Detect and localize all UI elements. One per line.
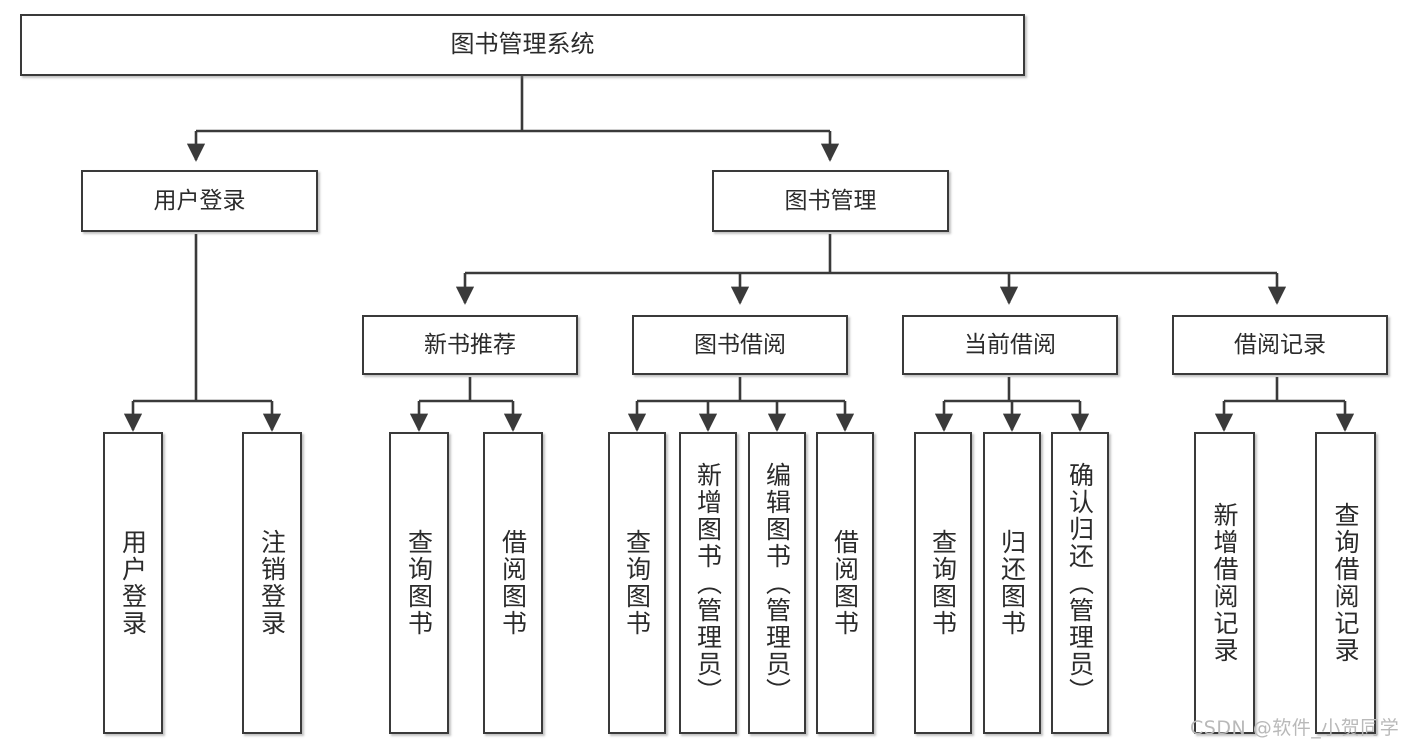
node-label: 图书管理系统 [450, 30, 595, 59]
node-label: 查询图书 [404, 529, 434, 637]
node-leaf-record-query-record[interactable]: 查询借阅记录 [1315, 432, 1376, 734]
node-leaf-current-confirm-return-admin[interactable]: 确认归还（管理员） [1051, 432, 1109, 734]
node-label: 图书借阅 [694, 331, 786, 358]
node-label: 当前借阅 [964, 331, 1056, 358]
node-label: 确认归还（管理员） [1065, 461, 1095, 705]
node-label: 借阅图书 [830, 529, 860, 637]
node-label: 新增借阅记录 [1210, 502, 1239, 664]
node-label: 注销登录 [257, 529, 287, 637]
node-label: 借阅记录 [1234, 331, 1326, 358]
node-leaf-borrow-borrow-book[interactable]: 借阅图书 [816, 432, 874, 734]
node-label: 借阅图书 [498, 529, 528, 637]
node-book-management[interactable]: 图书管理 [712, 170, 949, 232]
node-book-borrow[interactable]: 图书借阅 [632, 315, 848, 375]
node-leaf-user-logout[interactable]: 注销登录 [242, 432, 302, 734]
node-leaf-recommend-borrow-book[interactable]: 借阅图书 [483, 432, 543, 734]
node-new-book-recommend[interactable]: 新书推荐 [362, 315, 578, 375]
node-user-login[interactable]: 用户登录 [81, 170, 318, 232]
node-leaf-user-login[interactable]: 用户登录 [103, 432, 163, 734]
node-borrow-record[interactable]: 借阅记录 [1172, 315, 1388, 375]
node-label: 用户登录 [153, 187, 246, 214]
node-label: 图书管理 [784, 187, 877, 214]
node-label: 查询图书 [622, 529, 652, 637]
node-label: 归还图书 [997, 529, 1027, 637]
node-label: 查询借阅记录 [1331, 502, 1360, 664]
node-leaf-borrow-query-book[interactable]: 查询图书 [608, 432, 666, 734]
node-label: 查询图书 [928, 529, 958, 637]
node-leaf-borrow-add-book-admin[interactable]: 新增图书（管理员） [679, 432, 737, 734]
node-leaf-current-query-book[interactable]: 查询图书 [914, 432, 972, 734]
node-root-system[interactable]: 图书管理系统 [20, 14, 1025, 76]
node-label: 新增图书（管理员） [693, 461, 723, 705]
node-leaf-borrow-edit-book-admin[interactable]: 编辑图书（管理员） [748, 432, 806, 734]
node-label: 用户登录 [118, 529, 148, 637]
node-leaf-recommend-query-book[interactable]: 查询图书 [389, 432, 449, 734]
node-label: 新书推荐 [424, 331, 516, 358]
node-leaf-current-return-book[interactable]: 归还图书 [983, 432, 1041, 734]
watermark: CSDN @软件_小贺同学 [1190, 717, 1400, 739]
node-label: 编辑图书（管理员） [762, 461, 792, 705]
node-current-borrow[interactable]: 当前借阅 [902, 315, 1118, 375]
node-leaf-record-add-record[interactable]: 新增借阅记录 [1194, 432, 1255, 734]
